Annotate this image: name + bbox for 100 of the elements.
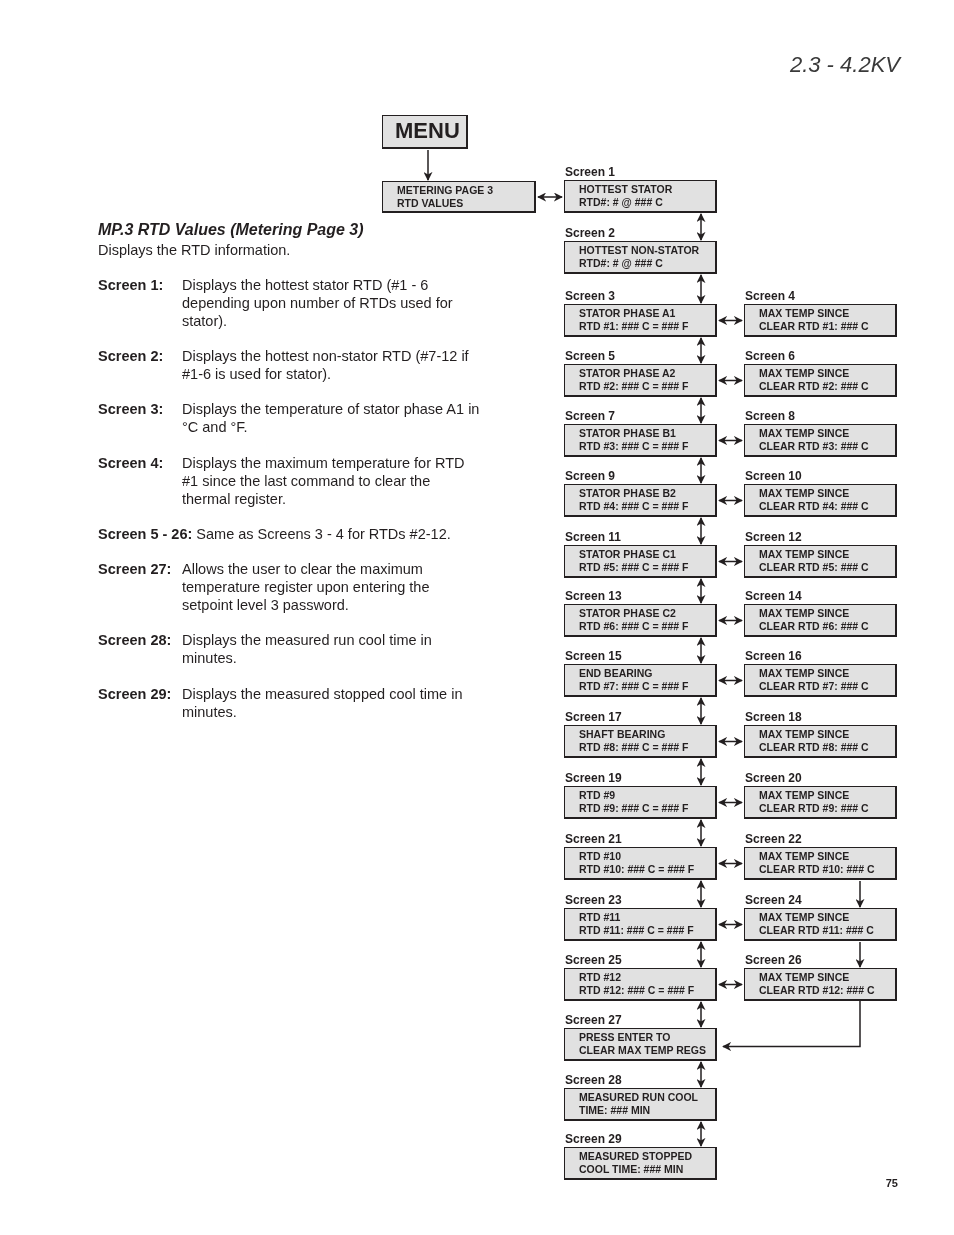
display-text: MAX TEMP SINCE [759,728,851,741]
screen-label: Screen 20 [745,771,802,785]
display-text: COOL TIME: ### MIN [579,1162,685,1175]
double-arrow [696,457,706,484]
screen-term: Screen 3: [98,400,164,418]
screen-label: Screen 16 [745,649,802,663]
screen-label: Screen 29 [565,1132,622,1146]
double-arrow [696,697,706,725]
screen-label: Screen 17 [565,710,622,724]
display-text: HOTTEST NON-STATOR [579,244,701,257]
display-text: HOTTEST STATOR [579,183,674,196]
display-text: RTD VALUES [397,196,465,209]
screen-label: Screen 2 [565,226,616,240]
double-arrow [696,1001,706,1028]
display-text: STATOR PHASE C2 [579,607,677,620]
display-text: RTD #10: ### C = ### F [579,862,696,875]
screen-label: Screen 4 [745,289,796,303]
display-text: RTD#: # @ ### C [579,256,664,269]
intro-text: Displays the RTD information. [98,241,291,259]
double-arrow [718,798,743,807]
double-arrow [718,557,743,566]
display-text: MAX TEMP SINCE [759,487,851,500]
display-text: RTD #1: ### C = ### F [579,319,690,332]
display-text: CLEAR RTD #6: ### C [759,619,870,632]
screen-label: Screen 25 [565,953,622,967]
display-text: STATOR PHASE C1 [579,548,677,561]
screen-label: Screen 19 [565,771,622,785]
screen-label: Screen 18 [745,710,802,724]
display-text: METERING PAGE 3 [397,184,495,197]
header-voltage: 2.3 - 4.2KV [789,52,900,78]
double-arrow [696,637,706,664]
screen-label: Screen 1 [565,165,616,179]
display-text: RTD #10 [579,850,622,863]
display-text: TIME: ### MIN [579,1103,652,1116]
screen-term: Screen 29: [98,685,172,703]
display-text: MAX TEMP SINCE [759,971,851,984]
double-arrow [696,517,706,545]
display-text: CLEAR RTD #4: ### C [759,499,870,512]
screen-description: Displays the hottest non-stator RTD (#7-12 if #1-6 is used for stator). [182,347,470,383]
screen-label: Screen 14 [745,589,802,603]
display-text: END BEARING [579,667,654,680]
double-arrow [718,436,743,445]
double-arrow [718,676,743,685]
screen-label: Screen 13 [565,589,622,603]
screen-label: Screen 8 [745,409,796,423]
display-text: STATOR PHASE B2 [579,487,677,500]
display-text: RTD #2: ### C = ### F [579,379,690,392]
display-text: CLEAR RTD #10: ### C [759,862,876,875]
screen-term: Screen 28: [98,631,172,649]
screen-label: Screen 6 [745,349,796,363]
screen-label: Screen 22 [745,832,802,846]
double-arrow [696,1061,706,1088]
screen-label: Screen 15 [565,649,622,663]
display-text: CLEAR RTD #7: ### C [759,679,870,692]
display-text: CLEAR RTD #5: ### C [759,560,870,573]
display-text: RTD #4: ### C = ### F [579,499,690,512]
display-screen-box [382,181,536,213]
screen-description: Screen 5 - 26: Same as Screens 3 - 4 for RTDs #2-12. [98,525,452,543]
screen-description: Displays the hottest stator RTD (#1 - 6 depending upon number of RTDs used for stator). [182,276,454,330]
arrow [855,880,865,908]
display-text: MAX TEMP SINCE [759,911,851,924]
double-arrow [537,192,563,202]
screen-label: Screen 28 [565,1073,622,1087]
display-text: MAX TEMP SINCE [759,427,851,440]
double-arrow [696,819,706,847]
screen-label: Screen 5 [565,349,616,363]
display-text: RTD #11: ### C = ### F [579,923,695,936]
screen-description: Displays the temperature of stator phase A1 in °C and °F. [182,400,481,436]
double-arrow [696,941,706,968]
display-text: RTD #5: ### C = ### F [579,560,690,573]
screen-term: Screen 1: [98,276,164,294]
display-text: CLEAR RTD #12: ### C [759,983,876,996]
display-text: RTD #12 [579,971,622,984]
display-text: STATOR PHASE B1 [579,427,677,440]
display-text: SHAFT BEARING [579,728,667,741]
screen-label: Screen 12 [745,530,802,544]
display-text: RTD #3: ### C = ### F [579,439,690,452]
display-text: RTD #11 [579,911,622,924]
double-arrow [696,337,706,364]
display-text: RTD #6: ### C = ### F [579,619,690,632]
screen-label: Screen 23 [565,893,622,907]
screen-label: Screen 27 [565,1013,622,1027]
display-text: MEASURED STOPPED [579,1150,693,1163]
double-arrow [696,758,706,786]
double-arrow [718,496,743,505]
arrow [423,149,433,181]
page-number: 75 [885,1177,898,1189]
screen-description: Allows the user to clear the maximum temperature register upon entering the setpoint level 3 password. [182,560,431,614]
display-text: CLEAR RTD #8: ### C [759,740,870,753]
double-arrow [696,1121,706,1147]
display-text: RTD #8: ### C = ### F [579,740,690,753]
screen-description: Displays the measured run cool time in minutes. [182,631,433,667]
display-text: CLEAR RTD #9: ### C [759,801,870,814]
screen-term: Screen 27: [98,560,172,578]
double-arrow [718,316,743,325]
double-arrow [696,213,706,241]
arrow [722,1000,861,1051]
display-text: MAX TEMP SINCE [759,607,851,620]
screen-description: Displays the maximum temperature for RTD #1 since the last command to clear the thermal register. [182,454,466,508]
display-text: RTD#: # @ ### C [579,195,664,208]
